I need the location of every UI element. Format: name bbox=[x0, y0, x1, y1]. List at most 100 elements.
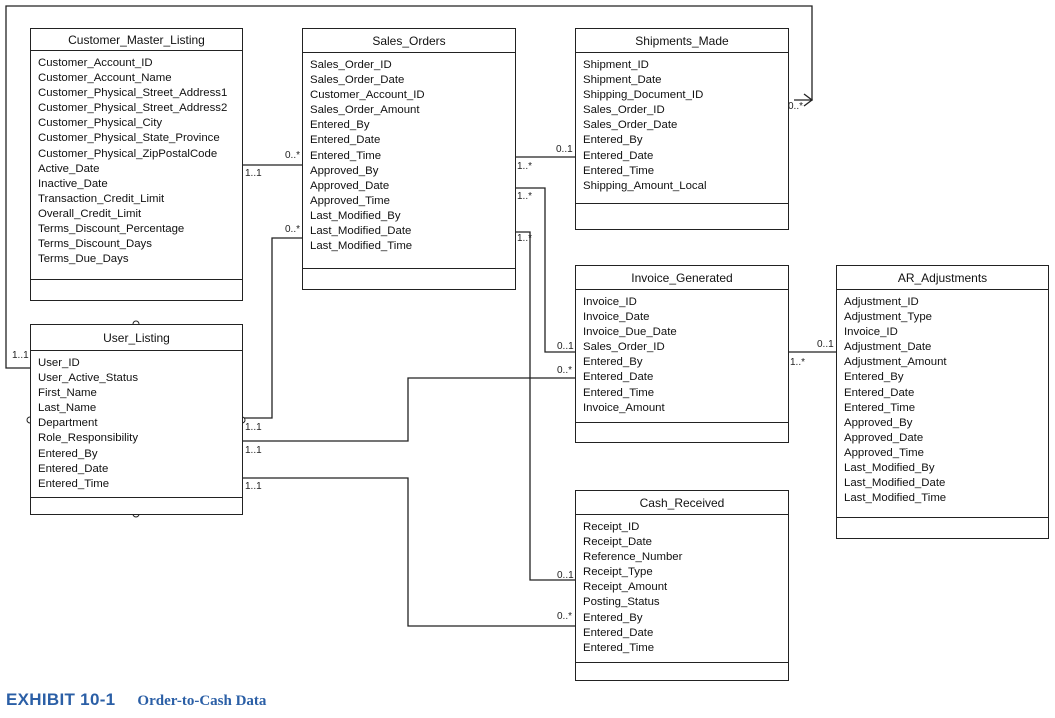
attribute: Customer_Physical_ZipPostalCode bbox=[38, 147, 218, 160]
attribute: Entered_Time bbox=[310, 149, 382, 162]
entity-footer bbox=[576, 422, 788, 442]
attribute: Terms_Due_Days bbox=[38, 253, 129, 266]
attribute: Sales_Order_Date bbox=[310, 74, 405, 87]
cardinality-label: 1..* bbox=[517, 233, 533, 244]
entity-title: Invoice_Generated bbox=[576, 266, 788, 290]
attribute: Posting_Status bbox=[583, 596, 660, 609]
attribute: Entered_Time bbox=[844, 401, 916, 414]
attribute-list: Adjustment_ID Adjustment_Type Invoice_ID… bbox=[837, 290, 1048, 506]
attribute: Last_Modified_Time bbox=[310, 240, 413, 253]
cardinality-label: 0..* bbox=[285, 224, 301, 235]
entity-title: User_Listing bbox=[31, 325, 242, 351]
entity-user-listing[interactable]: User_Listing User_ID User_Active_Status … bbox=[30, 324, 243, 515]
attribute: Entered_By bbox=[583, 134, 643, 147]
entity-customer-master-listing[interactable]: Customer_Master_Listing Customer_Account… bbox=[30, 28, 243, 301]
entity-footer bbox=[576, 203, 788, 229]
cardinality-label: 1..1 bbox=[245, 481, 262, 492]
attribute: Customer_Physical_Street_Address1 bbox=[38, 87, 228, 100]
attribute-list: Customer_Account_ID Customer_Account_Nam… bbox=[31, 51, 242, 267]
attribute: Receipt_ID bbox=[583, 521, 640, 533]
attribute-list: Receipt_ID Receipt_Date Reference_Number… bbox=[576, 515, 788, 656]
attribute: Invoice_ID bbox=[844, 326, 898, 339]
attribute: Sales_Order_Amount bbox=[310, 104, 420, 117]
attribute: Customer_Physical_State_Province bbox=[38, 132, 220, 145]
cardinality-label: 1..1 bbox=[245, 168, 262, 179]
exhibit-number: EXHIBIT 10-1 bbox=[6, 690, 116, 709]
attribute: Approved_Date bbox=[844, 431, 924, 444]
attribute: Customer_Account_Name bbox=[38, 72, 172, 85]
cardinality-label: 1..1 bbox=[245, 422, 262, 433]
entity-invoice-generated[interactable]: Invoice_Generated Invoice_ID Invoice_Dat… bbox=[575, 265, 789, 443]
attribute: Receipt_Amount bbox=[583, 581, 668, 594]
attribute: Last_Modified_By bbox=[844, 462, 935, 475]
attribute: Adjustment_ID bbox=[844, 296, 919, 308]
entity-title: Customer_Master_Listing bbox=[31, 29, 242, 51]
attribute: Last_Modified_Time bbox=[844, 492, 947, 505]
attribute: Adjustment_Type bbox=[844, 311, 933, 324]
cardinality-label: 1..* bbox=[790, 357, 806, 368]
attribute: User_Active_Status bbox=[38, 372, 139, 385]
attribute: Terms_Discount_Days bbox=[38, 238, 152, 251]
attribute: Last_Modified_Date bbox=[844, 477, 946, 490]
attribute: Sales_Order_ID bbox=[310, 59, 392, 71]
entity-footer bbox=[576, 662, 788, 680]
entity-title: Shipments_Made bbox=[576, 29, 788, 53]
attribute: Last_Modified_By bbox=[310, 209, 401, 222]
attribute: Overall_Credit_Limit bbox=[38, 207, 142, 220]
entity-footer bbox=[31, 497, 242, 514]
line-sales-cash bbox=[515, 231, 575, 581]
cardinality-label: 1..1 bbox=[245, 445, 262, 456]
attribute: Entered_By bbox=[583, 611, 643, 624]
attribute: Invoice_Date bbox=[583, 311, 650, 324]
cardinality-label: 1..* bbox=[517, 191, 533, 202]
cardinality-label: 1..1 bbox=[12, 350, 29, 361]
attribute: Invoice_ID bbox=[583, 296, 637, 308]
attribute: Inactive_Date bbox=[38, 177, 108, 190]
attribute: Approved_By bbox=[844, 416, 913, 429]
attribute: Shipment_ID bbox=[583, 59, 649, 71]
entity-title: Cash_Received bbox=[576, 491, 788, 515]
attribute-list: Invoice_ID Invoice_Date Invoice_Due_Date… bbox=[576, 290, 788, 416]
attribute: Customer_Physical_City bbox=[38, 117, 163, 130]
attribute: Active_Date bbox=[38, 162, 100, 175]
attribute: Invoice_Amount bbox=[583, 401, 665, 414]
attribute: Receipt_Type bbox=[583, 566, 653, 579]
attribute: Entered_Time bbox=[583, 641, 655, 654]
attribute: Entered_By bbox=[38, 447, 98, 460]
attribute: Entered_Date bbox=[310, 134, 381, 147]
attribute: Sales_Order_Date bbox=[583, 119, 678, 132]
cardinality-label: 0..1 bbox=[556, 144, 573, 155]
attribute: Entered_Date bbox=[583, 149, 654, 162]
attribute: Approved_Time bbox=[844, 446, 924, 459]
cardinality-label: 1..* bbox=[517, 161, 533, 172]
line-user-cash bbox=[242, 477, 575, 627]
attribute: Entered_Date bbox=[583, 626, 654, 639]
attribute: Entered_Time bbox=[583, 386, 655, 399]
line-user-sales bbox=[242, 237, 302, 419]
entity-shipments-made[interactable]: Shipments_Made Shipment_ID Shipment_Date… bbox=[575, 28, 789, 230]
attribute: Customer_Account_ID bbox=[310, 89, 425, 102]
entity-ar-adjustments[interactable]: AR_Adjustments Adjustment_ID Adjustment_… bbox=[836, 265, 1049, 539]
attribute: Adjustment_Date bbox=[844, 341, 932, 354]
attribute: Entered_Date bbox=[844, 386, 915, 399]
attribute: Shipping_Document_ID bbox=[583, 89, 704, 102]
attribute-list: Sales_Order_ID Sales_Order_Date Customer… bbox=[303, 53, 515, 254]
cardinality-label: 0..1 bbox=[817, 339, 834, 350]
line-user-shipments bbox=[5, 5, 813, 369]
line-user-invoice bbox=[242, 377, 575, 442]
entity-title: AR_Adjustments bbox=[837, 266, 1048, 290]
cardinality-label: 0..* bbox=[557, 611, 573, 622]
entity-footer bbox=[31, 279, 242, 300]
cardinality-label: 0..* bbox=[285, 150, 301, 161]
attribute: Role_Responsibility bbox=[38, 432, 139, 445]
cardinality-label: 0..1 bbox=[557, 570, 574, 581]
attribute: Entered_By bbox=[583, 356, 643, 369]
attribute: Entered_By bbox=[844, 371, 904, 384]
entity-sales-orders[interactable]: Sales_Orders Sales_Order_ID Sales_Order_… bbox=[302, 28, 516, 290]
attribute: Approved_By bbox=[310, 164, 379, 177]
entity-cash-received[interactable]: Cash_Received Receipt_ID Receipt_Date Re… bbox=[575, 490, 789, 681]
attribute: Reference_Number bbox=[583, 551, 683, 564]
attribute: Customer_Account_ID bbox=[38, 57, 153, 69]
attribute: Last_Modified_Date bbox=[310, 225, 412, 238]
attribute: Sales_Order_ID bbox=[583, 341, 665, 354]
